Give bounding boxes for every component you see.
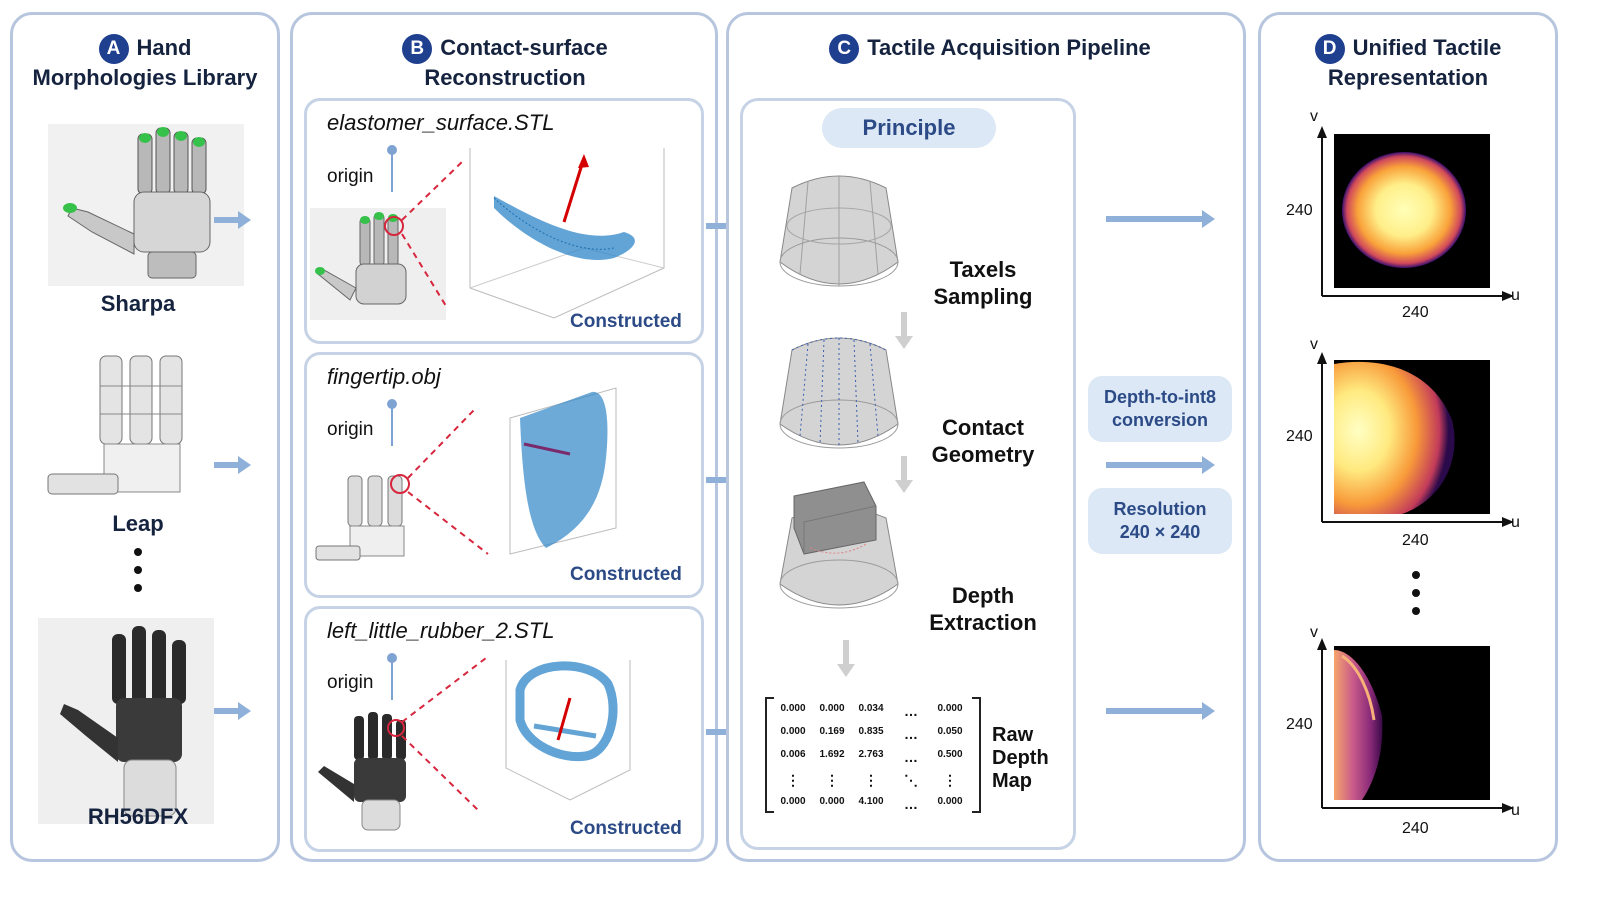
file-name-1: elastomer_surface.STL xyxy=(327,110,555,135)
arrow-right-icon xyxy=(1106,702,1215,720)
heatmap-image-1 xyxy=(1317,126,1514,301)
matrix-cell: 2.763 xyxy=(858,749,884,760)
dome-mesh-contact-icon xyxy=(779,337,899,449)
heatmap-image-2 xyxy=(1317,352,1514,527)
origin-marker-icon xyxy=(387,653,397,700)
rh56dfx-hand-image xyxy=(38,618,214,824)
panel-b-badge: B xyxy=(402,34,433,64)
arrow-down-icon xyxy=(837,640,855,677)
axis-res-x-1: 240 xyxy=(1402,304,1429,321)
zoom-callout-icon xyxy=(390,409,489,555)
axis-v-label-2: v xyxy=(1310,336,1318,353)
matrix-cell: 0.000 xyxy=(780,796,806,807)
zoom-callout-icon xyxy=(387,657,487,813)
hand-thumbnail-1 xyxy=(310,208,446,320)
matrix-cell: 0.000 xyxy=(780,703,806,714)
dome-mesh-depth-icon xyxy=(779,481,899,609)
point-cloud-plot-3 xyxy=(505,660,631,801)
sharpa-hand-image xyxy=(48,124,244,286)
matrix-cell: ⋮ xyxy=(864,772,878,788)
axis-u-label-2: u xyxy=(1511,514,1520,531)
panel-d-badge: D xyxy=(1314,34,1345,64)
arrow-right-icon xyxy=(1106,210,1215,228)
matrix-cell: 0.169 xyxy=(819,726,845,737)
point-cloud-plot-2 xyxy=(509,387,617,555)
matrix-cell: ⋮ xyxy=(825,772,839,788)
axis-v-label-1: v xyxy=(1310,108,1318,125)
hand-label-sharpa: Sharpa xyxy=(100,291,176,316)
constructed-label-2: Constructed xyxy=(570,564,682,585)
point-cloud-plot-1 xyxy=(469,148,665,319)
matrix-cell: 0.835 xyxy=(858,726,884,737)
matrix-cell: 0.500 xyxy=(937,749,963,760)
arrow-down-icon xyxy=(895,312,913,349)
matrix-cell: 0.000 xyxy=(780,726,806,737)
axis-res-x-3: 240 xyxy=(1402,820,1429,837)
matrix-cell: 0.034 xyxy=(858,703,884,714)
zoom-callout-icon xyxy=(384,159,465,307)
leap-hand-image xyxy=(47,355,183,495)
matrix-cell: … xyxy=(904,703,918,719)
hand-label-leap: Leap xyxy=(112,511,164,536)
more-hands-ellipsis xyxy=(134,548,142,602)
reconstruction-card-2 xyxy=(304,352,704,598)
origin-label-2: origin xyxy=(327,419,374,440)
matrix-cell: 0.050 xyxy=(937,726,963,737)
origin-marker-icon xyxy=(387,145,397,192)
arrow-right-icon xyxy=(214,211,251,229)
panel-c-badge: C xyxy=(829,34,860,64)
matrix-cell: ⋱ xyxy=(904,772,918,788)
matrix-cell: 1.692 xyxy=(819,749,845,760)
matrix-cell: ⋮ xyxy=(943,772,957,788)
matrix-brackets-icon xyxy=(765,697,981,813)
matrix-cell: 0.000 xyxy=(937,796,963,807)
matrix-cell: 0.000 xyxy=(819,703,845,714)
file-name-3: left_little_rubber_2.STL xyxy=(327,618,555,643)
matrix-cell: … xyxy=(904,726,918,742)
axis-u-label-1: u xyxy=(1511,287,1520,304)
matrix-cell: ⋮ xyxy=(786,772,800,788)
heatmap-image-3 xyxy=(1317,638,1514,813)
axis-res-y-3: 240 xyxy=(1286,716,1313,733)
more-heatmaps-ellipsis xyxy=(1412,571,1420,625)
panel-a-badge: A xyxy=(98,34,129,64)
constructed-label-1: Constructed xyxy=(570,311,682,332)
arrow-right-icon xyxy=(214,456,251,474)
axis-u-label-3: u xyxy=(1511,802,1520,819)
matrix-cell: 4.100 xyxy=(858,796,884,807)
origin-label-1: origin xyxy=(327,166,374,187)
matrix-cell: 0.006 xyxy=(780,749,806,760)
axis-res-y-2: 240 xyxy=(1286,428,1313,445)
matrix-cell: 0.000 xyxy=(819,796,845,807)
arrow-right-icon xyxy=(214,702,251,720)
matrix-cell: … xyxy=(904,749,918,765)
principle-pill: Principle xyxy=(822,108,996,148)
axis-res-x-2: 240 xyxy=(1402,532,1429,549)
hand-label-rh56dfx: RH56DFX xyxy=(87,804,189,829)
arrow-down-icon xyxy=(895,456,913,493)
dome-mesh-taxels-icon xyxy=(779,175,899,287)
matrix-cell: … xyxy=(904,796,918,812)
axis-res-y-1: 240 xyxy=(1286,202,1313,219)
origin-marker-icon xyxy=(387,399,397,446)
axis-v-label-3: v xyxy=(1310,624,1318,641)
arrow-right-icon xyxy=(1106,456,1215,474)
constructed-label-3: Constructed xyxy=(570,818,682,839)
hand-thumbnail-3 xyxy=(318,712,406,831)
file-name-2: fingertip.obj xyxy=(327,364,441,389)
matrix-cell: 0.000 xyxy=(937,703,963,714)
origin-label-3: origin xyxy=(327,672,374,693)
